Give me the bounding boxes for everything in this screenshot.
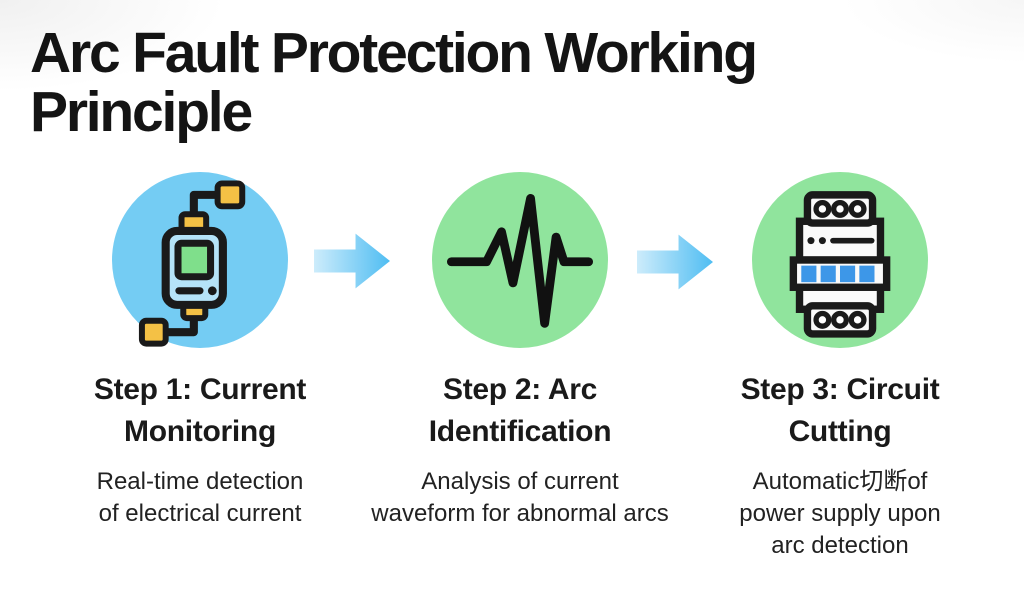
step-3-description: Automatic切断of power supply upon arc dete…: [739, 468, 941, 560]
step-3-icon-circle: [752, 172, 928, 348]
step-3-title: Step 3: Circuit Cutting: [740, 373, 940, 448]
right-arrow-icon: [637, 234, 713, 290]
step-1-description: Real-time detection of electrical curren…: [96, 468, 304, 528]
step-2-icon-circle: [432, 172, 608, 348]
step-3-column: Step 3: Circuit Cutting Automatic切断of po…: [675, 172, 1005, 562]
step-1-title: Step 1: Current Monitoring: [93, 373, 307, 448]
step-2-description: Analysis of current waveform for abnorma…: [371, 468, 669, 528]
current-monitor-icon: [138, 180, 246, 347]
page-title: Arc Fault Protection Working Principle: [30, 21, 758, 144]
right-arrow-icon: [314, 233, 390, 289]
step-1-column: Step 1: Current Monitoring Real-time det…: [35, 172, 365, 530]
step-1-icon-circle: [112, 172, 288, 348]
step-2-column: Step 2: Arc Identification Analysis of c…: [355, 172, 685, 530]
circuit-breaker-icon: [789, 191, 891, 338]
step-2-title: Step 2: Arc Identification: [428, 373, 612, 448]
arc-waveform-icon: [446, 194, 594, 328]
